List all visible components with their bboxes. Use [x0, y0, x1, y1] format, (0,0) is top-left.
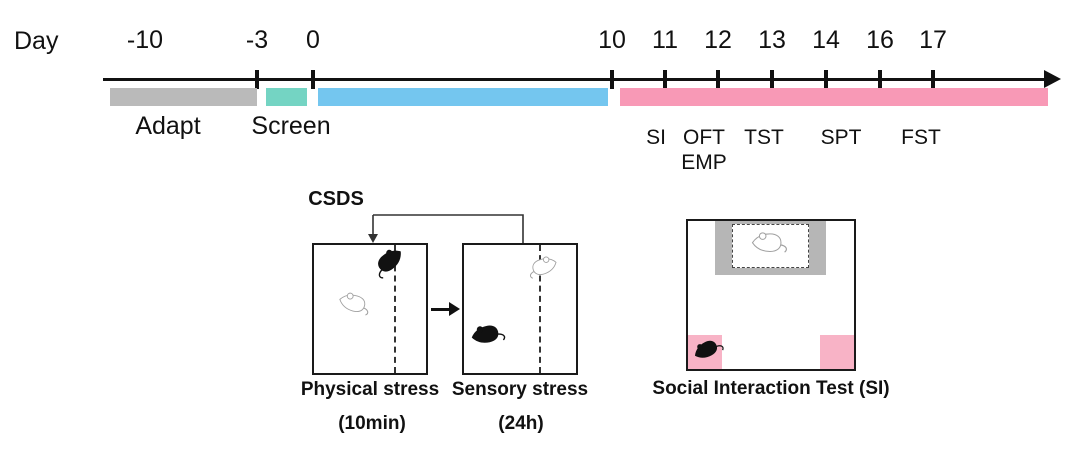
- physical-stress-duration: (10min): [338, 413, 406, 434]
- test-label-fst: FST: [901, 126, 941, 149]
- white-mouse-icon: [529, 256, 557, 279]
- day-number--10: -10: [126, 26, 164, 54]
- day-number-11: 11: [652, 26, 678, 54]
- day-number-10: 10: [598, 26, 626, 54]
- test-label-tst: TST: [744, 126, 784, 149]
- day-number-12: 12: [704, 26, 732, 54]
- black-mouse-icon: [694, 340, 724, 358]
- phase-label-screen: Screen: [251, 112, 331, 140]
- test-label-spt: SPT: [820, 126, 862, 149]
- day-number-13: 13: [758, 26, 786, 54]
- csds-title: CSDS: [308, 188, 364, 210]
- csds-phase-bar: [318, 88, 608, 106]
- arrow-between-boxes-head-icon: [449, 302, 460, 316]
- adapt-phase-bar: [110, 88, 257, 106]
- compartment-divider: [393, 245, 396, 373]
- tick-day-10: [610, 70, 614, 89]
- physical-stress-box: [312, 243, 428, 375]
- sensory-stress-box: [462, 243, 578, 375]
- test-label-si: SI: [646, 126, 666, 149]
- test-label-oft: OFT: [683, 126, 725, 149]
- tick-day-16: [878, 70, 882, 89]
- si-target-cage: [732, 224, 809, 268]
- white-mouse-icon: [751, 232, 787, 253]
- tick-day-17: [931, 70, 935, 89]
- black-mouse-icon: [471, 325, 506, 343]
- tick-day-11: [663, 70, 667, 89]
- day-number-0: 0: [306, 26, 320, 54]
- timeline-axis-line: [103, 78, 1048, 81]
- si-arena: [686, 219, 856, 371]
- tick-day-0: [311, 70, 315, 89]
- tick-day-14: [824, 70, 828, 89]
- white-mouse-icon: [339, 292, 369, 316]
- day-number--3: -3: [245, 26, 269, 54]
- arrow-between-boxes: [431, 308, 451, 311]
- day-number-14: 14: [812, 26, 840, 54]
- si-caption: Social Interaction Test (SI): [652, 378, 890, 399]
- day-axis-label: Day: [14, 27, 59, 55]
- test-label-emp: EMP: [681, 151, 727, 174]
- sensory-stress-duration: (24h): [498, 413, 544, 434]
- test-phase-bar: [620, 88, 1048, 106]
- phase-label-adapt: Adapt: [135, 112, 201, 140]
- day-number-17: 17: [919, 26, 947, 54]
- tick-day-13: [770, 70, 774, 89]
- tick-day--3: [255, 70, 259, 89]
- csds-bracket-arrow: [368, 214, 524, 243]
- screen-phase-bar: [266, 88, 307, 106]
- si-interaction-zone: [715, 221, 826, 275]
- black-mouse-icon: [378, 249, 401, 279]
- si-corner-zone-right: [820, 335, 854, 369]
- day-number-16: 16: [866, 26, 894, 54]
- tick-day-12: [716, 70, 720, 89]
- physical-stress-label: Physical stress: [300, 379, 440, 400]
- compartment-divider: [539, 245, 542, 373]
- timeline-arrowhead-icon: [1044, 70, 1061, 88]
- sensory-stress-label: Sensory stress: [451, 379, 589, 400]
